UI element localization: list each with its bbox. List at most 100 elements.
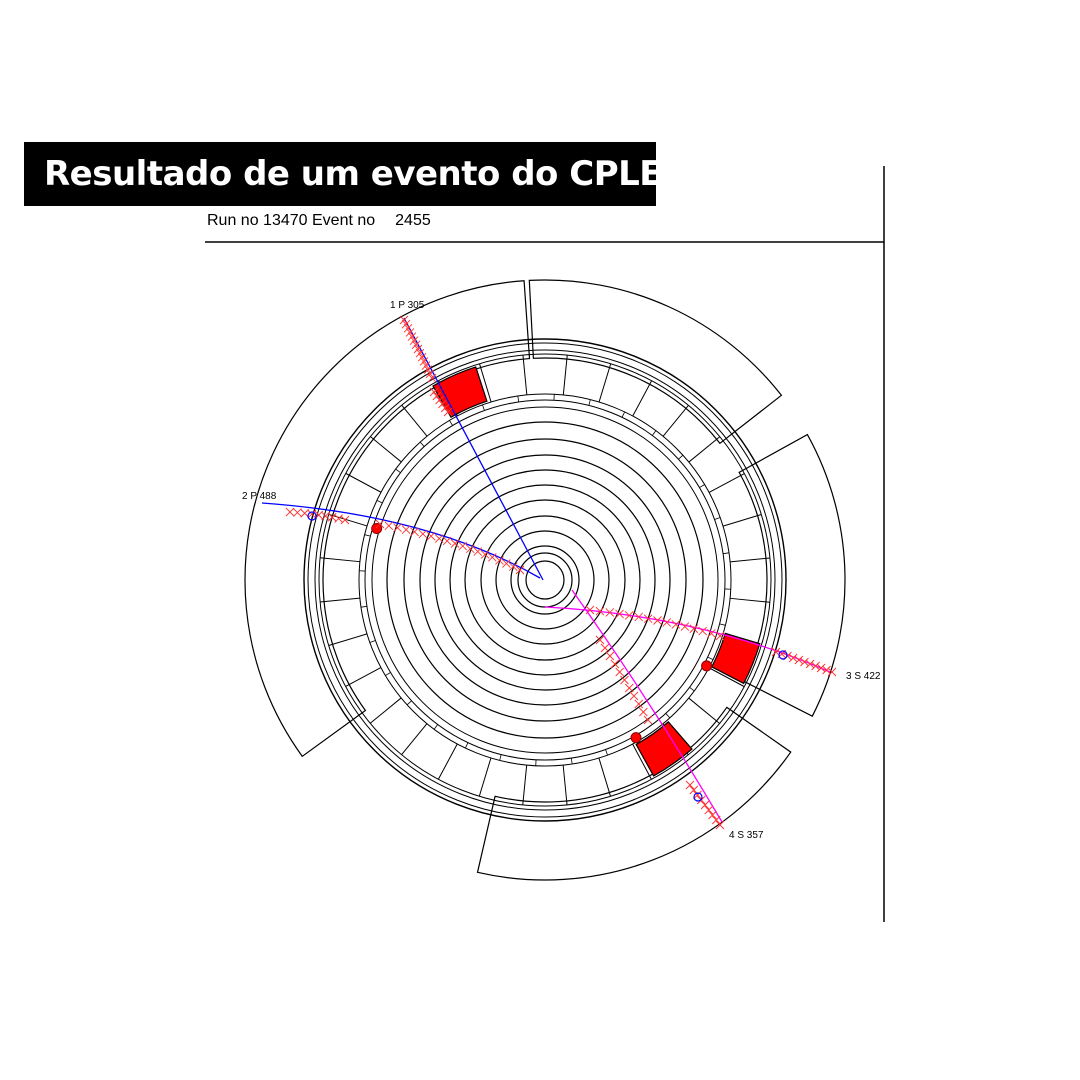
track-1-calo-hit-6 — [443, 407, 453, 417]
track-2-line — [261, 502, 541, 579]
calorimeter-divider-2 — [722, 514, 762, 527]
track-2-hit-1 — [285, 507, 295, 517]
calorimeter-tick-13 — [395, 468, 401, 474]
calorimeter-tick-29 — [689, 686, 695, 692]
calorimeter-divider-30 — [708, 667, 745, 688]
calorimeter-tick-22 — [465, 742, 469, 749]
calorimeter-divider-32 — [730, 597, 770, 603]
track-4-hit-1 — [685, 780, 695, 790]
outer-sector-1 — [528, 279, 783, 445]
track-1-hit-11 — [419, 357, 429, 366]
track-3-line — [544, 606, 831, 673]
track-4-hit-6 — [704, 805, 714, 815]
track-2-inner-hit-15 — [488, 553, 497, 562]
tracking-ring-1 — [386, 421, 704, 739]
calorimeter-circle-1 — [303, 338, 787, 822]
track-4-label: 4 S 357 — [729, 830, 764, 841]
calorimeter-tick-1 — [723, 552, 730, 555]
track-3-inner-hit-5 — [624, 611, 634, 620]
calorimeter-circle-4 — [318, 353, 772, 807]
track-4-inner-hit-5 — [615, 667, 624, 677]
calorimeter-divider-6 — [632, 380, 653, 417]
outer-sector-4 — [244, 280, 531, 758]
calorimeter-divider-8 — [562, 355, 568, 395]
tracking-ring-7 — [480, 515, 610, 645]
calorimeter-tick-26 — [605, 749, 608, 756]
track-2-inner-hit-10 — [450, 539, 460, 548]
track-2-inner-hit-12 — [465, 544, 475, 554]
track-1-hit-14 — [425, 369, 435, 379]
calorimeter-circle-7 — [371, 406, 719, 754]
calorimeter-divider-10 — [479, 363, 492, 403]
track-2-hit-2 — [293, 508, 302, 517]
track-1-calo-hit-3 — [435, 395, 444, 405]
track-4-inner-hit-6 — [620, 675, 629, 685]
track-3-inner-hit-12 — [689, 624, 699, 634]
track-2-hit-3 — [300, 508, 310, 518]
track-1-calo-hit-4 — [438, 399, 447, 409]
track-2-inner-hit-8 — [434, 534, 444, 543]
track-1-hit-1 — [399, 315, 409, 325]
track-3-label: 3 S 422 — [846, 671, 881, 682]
track-2-inner-hit-5 — [410, 527, 419, 537]
calorimeter-divider-16 — [320, 557, 360, 563]
track-2-inner-hit-19 — [515, 565, 525, 575]
calorimeter-tick-21 — [433, 724, 439, 730]
calorimeter-divider-5 — [662, 405, 689, 437]
calorimeter-tick-4 — [678, 454, 684, 460]
track-1-hit-9 — [415, 348, 425, 358]
track-3-inner-hit-15 — [715, 631, 725, 641]
track-3-hit-11 — [827, 667, 837, 677]
track-4-inner-hit-3 — [605, 651, 615, 661]
outer-sector-2 — [738, 433, 846, 718]
calorimeter-divider-12 — [401, 404, 428, 437]
track-1-hit-4 — [405, 328, 415, 337]
track-2-inner-hit-1 — [375, 519, 385, 529]
calorimeter-circle-3 — [314, 349, 776, 811]
tracking-ring-5 — [449, 484, 641, 676]
title-text: Resultado de um evento do CPLEAR — [44, 154, 714, 194]
track-2-inner-hit-14 — [480, 550, 490, 559]
tracking-ring-9 — [510, 545, 580, 615]
calorimeter-tick-18 — [369, 640, 376, 643]
calorimeter-circle-5 — [358, 393, 732, 767]
tracking-ring-2 — [403, 438, 687, 722]
track-2-inner-hit-9 — [442, 536, 452, 546]
track-3-inner-hit-13 — [698, 626, 707, 636]
calorimeter-divider-29 — [688, 697, 720, 724]
track-1-line — [403, 317, 544, 581]
tracking-ring-6 — [464, 499, 626, 661]
calorimeter-tick-17 — [360, 605, 367, 608]
tracking-ring-4 — [434, 469, 656, 691]
calorimeter-tick-6 — [621, 411, 625, 418]
track-4-inner-hit-2 — [600, 643, 610, 653]
track-3-hit-10 — [822, 665, 831, 675]
track-3-hit-8 — [811, 661, 820, 671]
track-2-inner-hit-13 — [473, 547, 483, 556]
calorimeter-divider-22 — [437, 743, 458, 780]
track-4-inner-hit-4 — [610, 659, 620, 669]
calorimeter-divider-23 — [478, 757, 492, 797]
calorimeter-tick-30 — [707, 656, 714, 660]
track-1-hit-10 — [417, 352, 427, 362]
track-3-inner-hit-8 — [653, 616, 662, 625]
calorimeter-ring — [303, 338, 787, 822]
calorimeter-tick-31 — [719, 623, 726, 626]
track-3-inner-hit-3 — [605, 608, 615, 617]
track-1-calo-hit-1 — [429, 387, 439, 397]
track-3-inner-hit-14 — [707, 629, 716, 638]
small-hit-3 — [630, 732, 642, 744]
calorimeter-circle-6 — [364, 399, 726, 761]
calorimeter-divider-18 — [328, 633, 368, 646]
track-1-hit-6 — [409, 336, 419, 346]
calorimeter-tick-28 — [665, 713, 671, 719]
track-1-hit-3 — [403, 323, 413, 333]
track-3-hit-4 — [788, 653, 798, 663]
tracking-ring-3 — [419, 454, 671, 706]
track-4-inner-hit-10 — [639, 707, 648, 717]
track-2-inner-hit-17 — [502, 559, 511, 568]
track-4-hit-7 — [708, 810, 717, 820]
tracking-ring-11 — [525, 560, 565, 600]
outer-detector-sectors — [244, 279, 846, 881]
